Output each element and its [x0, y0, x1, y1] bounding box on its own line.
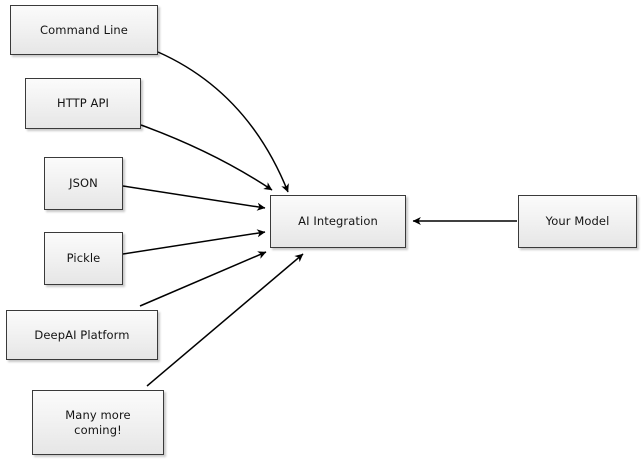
edge-pickle-to-hub — [122, 229, 266, 255]
node-http-api-label: HTTP API — [56, 96, 110, 110]
node-deepai-platform[interactable]: DeepAI Platform — [6, 310, 158, 360]
node-your-model[interactable]: Your Model — [518, 195, 637, 248]
node-your-model-label: Your Model — [545, 214, 610, 228]
node-deepai-platform-label: DeepAI Platform — [34, 327, 130, 342]
node-json[interactable]: JSON — [44, 157, 123, 210]
node-ai-integration-label: AI Integration — [298, 214, 378, 228]
edge-json-to-hub — [122, 185, 266, 211]
edge-many-more-to-hub — [146, 253, 304, 387]
node-command-line[interactable]: Command Line — [10, 5, 158, 55]
node-http-api[interactable]: HTTP API — [25, 78, 141, 129]
edge-deepai-platform-to-hub — [139, 251, 267, 307]
node-many-more-coming[interactable]: Many more coming! — [32, 390, 164, 455]
node-pickle[interactable]: Pickle — [44, 232, 123, 285]
node-many-more-coming-label: Many more coming! — [65, 407, 131, 437]
node-command-line-label: Command Line — [40, 22, 128, 37]
edge-command-line-to-hub — [157, 51, 289, 193]
node-ai-integration[interactable]: AI Integration — [270, 195, 406, 248]
node-json-label: JSON — [69, 176, 98, 190]
edge-http-api-to-hub — [140, 124, 273, 191]
node-pickle-label: Pickle — [66, 251, 101, 265]
